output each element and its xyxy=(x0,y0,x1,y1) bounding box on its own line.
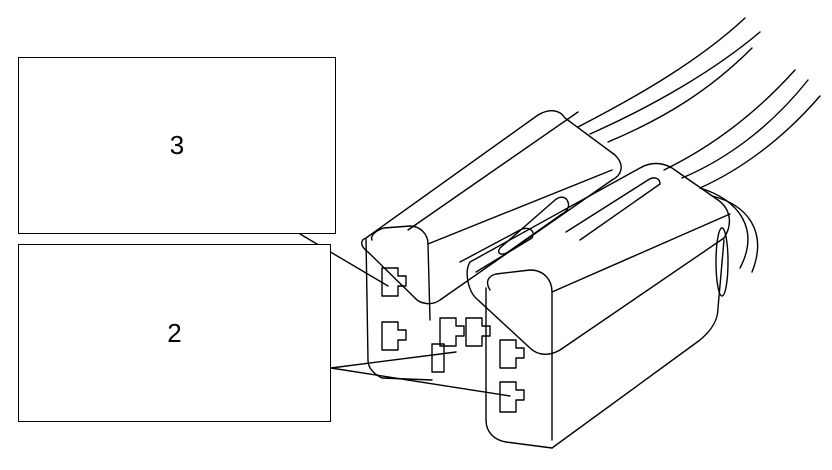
leader-lines xyxy=(299,233,511,397)
callout-box-3: 3 xyxy=(18,57,336,234)
callout-box-2: 2 xyxy=(18,244,331,422)
callout-label-2: 2 xyxy=(167,317,182,348)
wire-bundle xyxy=(577,17,821,273)
leader-line-2b xyxy=(330,367,511,397)
leader-line-2a xyxy=(330,351,457,369)
connector-housing-lower xyxy=(459,162,731,449)
connector-housing-upper xyxy=(361,110,622,381)
terminal-cavities xyxy=(381,267,525,413)
leader-line-3 xyxy=(299,233,389,287)
callout-label-3: 3 xyxy=(169,130,185,160)
